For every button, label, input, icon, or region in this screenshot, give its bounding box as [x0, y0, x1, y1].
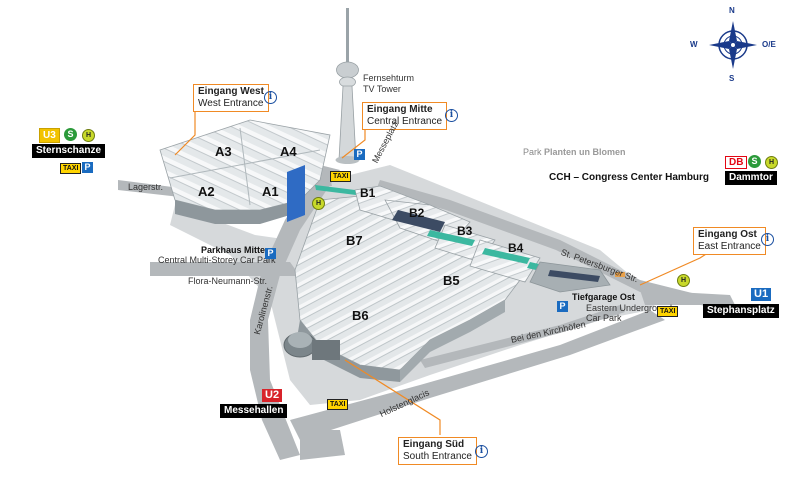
tv-tower-label-en: TV Tower	[363, 84, 401, 94]
street-lagerstr: Lagerstr.	[128, 182, 164, 192]
taxi-icon[interactable]: TAXI	[330, 171, 352, 182]
park-label: Park Planten un Blomen	[523, 147, 626, 158]
compass-rose[interactable]	[709, 21, 757, 69]
u1-badge[interactable]: U1	[751, 288, 772, 301]
parking-icon[interactable]: P	[265, 248, 276, 259]
entrance-sued[interactable]: Eingang Süd South Entrance	[398, 437, 477, 465]
car-symbol	[615, 272, 625, 277]
bus-stop-icon[interactable]: H	[82, 129, 95, 142]
compass-north: N	[729, 6, 735, 15]
compass-west: W	[690, 40, 698, 49]
taxi-icon[interactable]: TAXI	[657, 306, 679, 317]
s-bahn-icon[interactable]: S	[64, 128, 77, 141]
info-icon[interactable]: i	[445, 109, 458, 122]
tiefgarage-label-de: Tiefgarage Ost	[572, 292, 635, 302]
compass-south: S	[729, 74, 735, 83]
cch-label: CCH – Congress Center Hamburg	[549, 172, 710, 183]
station-stephansplatz[interactable]: Stephansplatz	[703, 304, 779, 318]
entrance-sued-en: South Entrance	[403, 451, 472, 462]
tv-tower	[335, 8, 360, 164]
hall-b2-label[interactable]: B2	[409, 206, 425, 220]
station-dammtor[interactable]: Dammtor	[725, 171, 777, 185]
s-bahn-icon[interactable]: S	[748, 155, 761, 168]
park-name: Planten un Blomen	[544, 147, 626, 157]
parkhaus-label-en: Central Multi-Storey Car Park	[158, 255, 276, 265]
park-prefix: Park	[523, 147, 542, 157]
bus-stop-icon[interactable]: H	[312, 197, 325, 210]
parking-icon[interactable]: P	[82, 162, 93, 173]
station-sternschanze[interactable]: Sternschanze	[32, 144, 106, 158]
bus-stop-icon[interactable]: H	[765, 156, 778, 169]
entrance-ost-en: East Entrance	[698, 241, 761, 252]
parking-icon[interactable]: P	[557, 301, 568, 312]
parkhaus-label-de: Parkhaus Mitte	[201, 245, 266, 255]
station-messehallen[interactable]: Messehallen	[220, 404, 288, 418]
street-flora-neumann: Flora-Neumann-Str.	[188, 276, 268, 286]
hall-b3-label[interactable]: B3	[457, 224, 473, 238]
hall-b7-label[interactable]: B7	[346, 233, 363, 248]
info-icon[interactable]: i	[761, 233, 774, 246]
tiefgarage-label-en-1: Eastern Underground	[586, 303, 673, 313]
entrance-mitte-en: Central Entrance	[367, 116, 443, 127]
bus-stop-icon[interactable]: H	[677, 274, 690, 287]
tiefgarage-label-en-2: Car Park	[586, 313, 622, 323]
hall-a3-label[interactable]: A3	[215, 144, 232, 159]
hall-b1-label[interactable]: B1	[360, 186, 376, 200]
hall-b5-label[interactable]: B5	[443, 273, 460, 288]
tv-tower-label-de: Fernsehturm	[363, 73, 415, 83]
info-icon[interactable]: i	[264, 91, 277, 104]
taxi-icon[interactable]: TAXI	[60, 163, 82, 174]
hall-a1-label[interactable]: A1	[262, 184, 279, 199]
hall-b4-label[interactable]: B4	[508, 241, 524, 255]
halls-b-row	[354, 185, 611, 293]
entrance-west[interactable]: Eingang West West Entrance	[193, 84, 269, 112]
entrance-sued-de: Eingang Süd	[403, 439, 465, 450]
info-icon[interactable]: i	[475, 445, 488, 458]
halls-a-block	[159, 119, 331, 224]
compass-east: O/E	[762, 40, 776, 49]
hall-a2-label[interactable]: A2	[198, 184, 215, 199]
db-badge[interactable]: DB	[725, 156, 748, 169]
entrance-mitte[interactable]: Eingang Mitte Central Entrance	[362, 102, 448, 130]
u2-badge[interactable]: U2	[262, 389, 283, 402]
entrance-west-de: Eingang West	[198, 86, 264, 97]
entrance-ost[interactable]: Eingang Ost East Entrance	[693, 227, 766, 255]
parking-icon[interactable]: P	[354, 149, 365, 160]
footbridge	[315, 185, 356, 195]
entrance-west-en: West Entrance	[198, 98, 264, 109]
hall-b6-label[interactable]: B6	[352, 308, 369, 323]
entrance-mitte-de: Eingang Mitte	[367, 104, 433, 115]
u3-badge[interactable]: U3	[39, 128, 60, 143]
taxi-icon[interactable]: TAXI	[327, 399, 349, 410]
entrance-ost-de: Eingang Ost	[698, 229, 757, 240]
hall-a4-label[interactable]: A4	[280, 144, 297, 159]
